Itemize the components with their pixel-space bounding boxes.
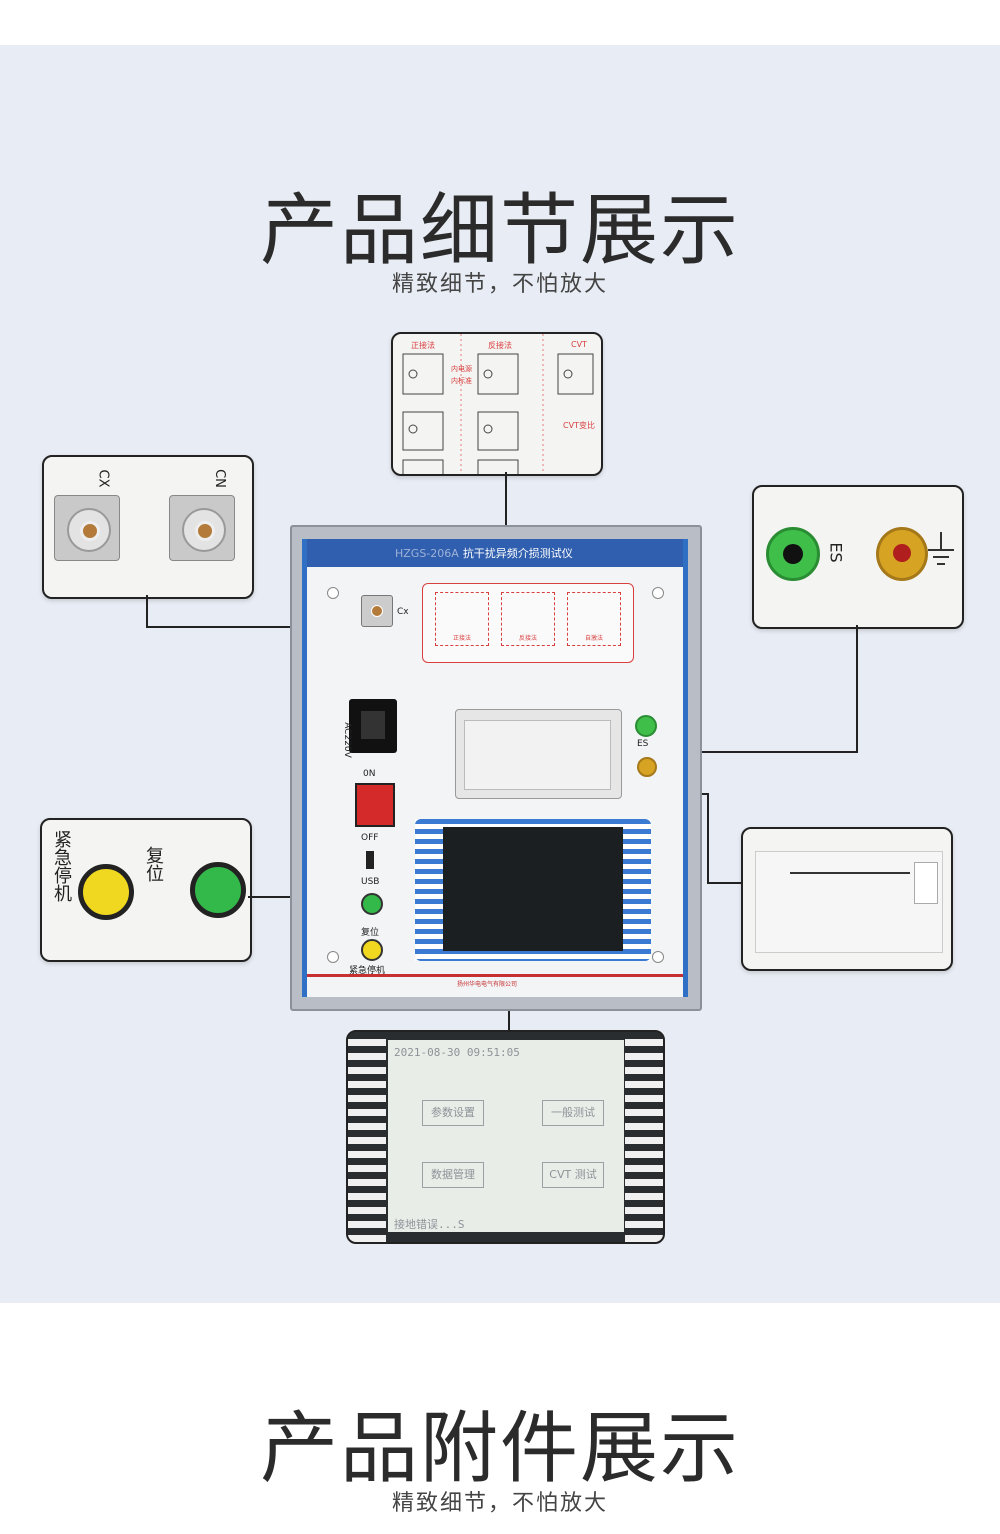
- wiring-label-reverse: 反接法: [488, 341, 512, 350]
- thermal-printer[interactable]: [455, 709, 622, 799]
- es-terminal-callout: ES: [752, 485, 964, 629]
- connector-line: [146, 626, 350, 628]
- cvt-test-button[interactable]: CVT 测试: [542, 1162, 604, 1188]
- section-title-details: 产品细节展示: [259, 186, 740, 276]
- lcd-status: 接地错误...S: [394, 1218, 465, 1231]
- parameter-settings-button[interactable]: 参数设置: [422, 1100, 484, 1126]
- diagram-label-reverse: 反接法: [518, 635, 537, 642]
- data-management-button[interactable]: 数据管理: [422, 1162, 484, 1188]
- footer-company: 扬州华电电气有限公司: [457, 981, 518, 988]
- emergency-stop-label: 紧急停机: [51, 830, 72, 902]
- power-off-label: OFF: [361, 833, 379, 843]
- ground-terminal-image: [876, 527, 928, 581]
- ac-power-inlet[interactable]: [349, 699, 397, 753]
- connector-line: [707, 882, 743, 884]
- connector-callout: CX CN: [42, 455, 254, 599]
- ac-voltage-label: AC220V: [341, 722, 352, 758]
- screw: [327, 587, 339, 599]
- lcd-datetime: 2021-08-30 09:51:05: [394, 1046, 520, 1059]
- cx-port-label: Cx: [397, 607, 409, 617]
- lcd-screen-callout: 2021-08-30 09:51:05 参数设置 一般测试 数据管理 CVT 测…: [346, 1030, 665, 1244]
- wiring-diagram-illustration: [402, 334, 594, 474]
- ground-symbol-icon: [928, 532, 954, 565]
- usb-port[interactable]: [366, 851, 374, 869]
- printer-callout: [741, 827, 953, 971]
- connector-line: [505, 472, 507, 564]
- wiring-label-cvt-ratio: CVT变比: [563, 421, 595, 430]
- screw: [652, 951, 664, 963]
- emergency-stop-button[interactable]: [361, 939, 383, 961]
- general-test-button[interactable]: 一般测试: [542, 1100, 604, 1126]
- reset-label: 复位: [143, 846, 164, 882]
- lcd-touch-screen[interactable]: [443, 827, 623, 951]
- wiring-label-internal-source: 内电源: [451, 365, 472, 373]
- panel-wiring-diagram: 正接法 反接法 自激法: [422, 583, 634, 663]
- panel-footer: 扬州华电电气有限公司: [307, 974, 683, 997]
- cx-connector-image: [54, 495, 120, 561]
- section-subtitle-accessories: 精致细节，不怕放大: [391, 1491, 608, 1516]
- section-subtitle-details: 精致细节，不怕放大: [391, 272, 608, 297]
- wiring-label-cvt: CVT: [571, 340, 587, 349]
- device-name: 抗干扰异频介损测试仪: [462, 547, 573, 560]
- reset-button-label: 复位: [361, 928, 380, 938]
- reset-button[interactable]: [361, 893, 383, 915]
- connector-line: [856, 625, 858, 752]
- ground-terminal[interactable]: [637, 757, 657, 777]
- connector-line: [640, 751, 858, 753]
- section-title-accessories: 产品附件展示: [259, 1404, 740, 1494]
- usb-label: USB: [361, 877, 380, 887]
- cx-connector[interactable]: [361, 595, 393, 627]
- screw: [327, 951, 339, 963]
- connector-line: [707, 793, 709, 883]
- diagram-label-self-excited: 自激法: [584, 635, 603, 642]
- lcd-screen-frame: [415, 819, 651, 961]
- cn-label: CN: [211, 469, 227, 488]
- buttons-callout: 紧急停机 复位: [40, 818, 252, 962]
- device-model: HZGS-206A: [395, 547, 459, 560]
- power-switch[interactable]: [355, 783, 395, 827]
- wiring-diagram-callout: 正接法 反接法 CVT 内电源 内标准 CVT变比: [391, 332, 603, 476]
- reset-button-image: [190, 862, 246, 918]
- es-port-label: ES: [637, 739, 649, 749]
- wiring-label-internal-standard: 内标准: [451, 377, 472, 385]
- es-terminal-image: [766, 527, 820, 581]
- wiring-label-positive: 正接法: [411, 341, 435, 350]
- emergency-stop-button-label: 紧急停机: [349, 966, 386, 976]
- printer-image: [755, 851, 943, 953]
- screw: [652, 587, 664, 599]
- cx-label: CX: [95, 469, 111, 488]
- power-on-label: 0N: [363, 769, 376, 779]
- connector-line: [146, 595, 148, 627]
- diagram-label-positive: 正接法: [452, 635, 471, 642]
- cn-connector-image: [169, 495, 235, 561]
- es-terminal[interactable]: [635, 715, 657, 737]
- lcd-display: 2021-08-30 09:51:05 参数设置 一般测试 数据管理 CVT 测…: [388, 1040, 624, 1232]
- emergency-stop-button-image: [78, 864, 134, 920]
- es-callout-label: ES: [826, 542, 846, 563]
